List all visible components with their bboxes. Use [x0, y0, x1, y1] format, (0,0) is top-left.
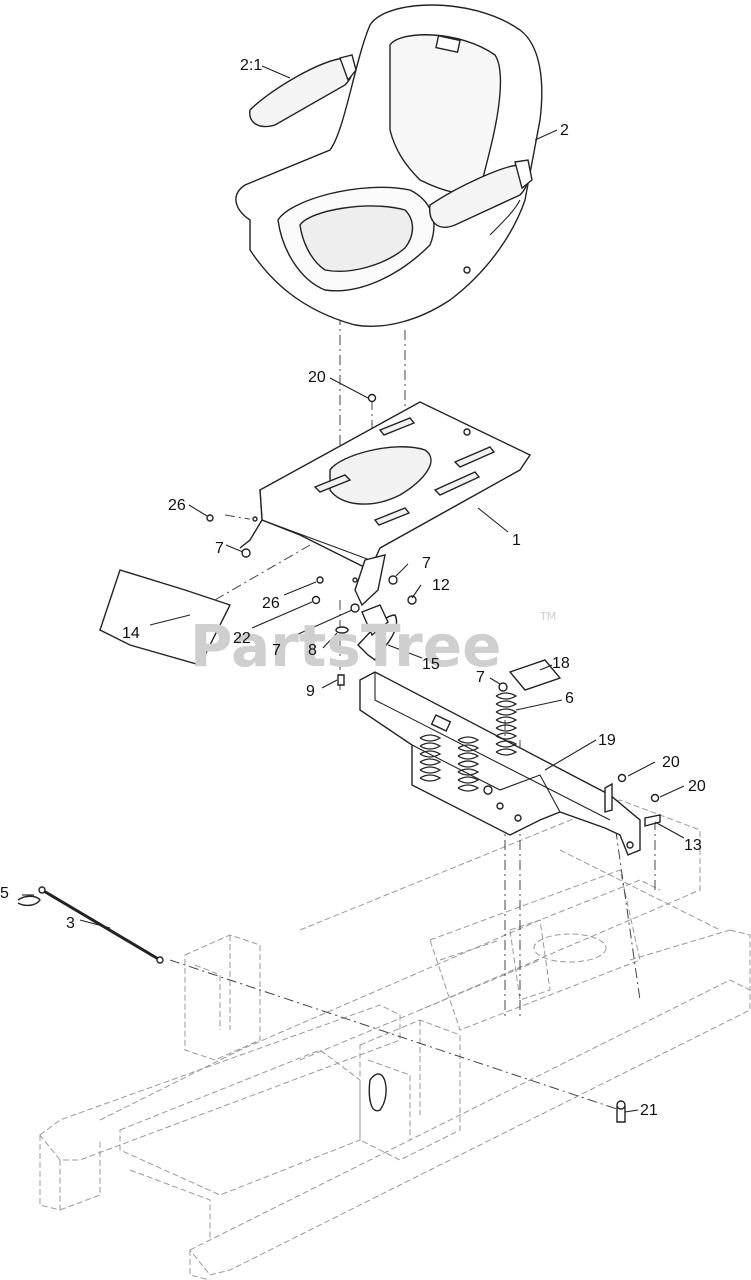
callout-labels: 2:1 2 20 26 1 7 7 26 12 22 14 7 8 15 9 7…: [0, 57, 706, 1119]
seat-plate: [239, 401, 532, 607]
rear-console: [359, 1019, 461, 1161]
callout-2: 2: [560, 122, 569, 139]
callout-18: 18: [552, 655, 570, 672]
support-rod: [38, 886, 164, 964]
chassis-frame: [39, 799, 751, 1280]
callout-15: 15: [422, 656, 440, 673]
callout-2-1: 2:1: [240, 57, 262, 74]
callout-21: 21: [640, 1102, 658, 1119]
front-bracket: [184, 934, 261, 1061]
callout-19: 19: [598, 732, 616, 749]
callout-6: 6: [565, 690, 574, 707]
callout-7-lower: 7: [272, 642, 281, 659]
decal-14: [99, 569, 231, 666]
callout-14: 14: [122, 625, 140, 642]
latch-15b: [361, 604, 389, 637]
leader-lines: [22, 65, 685, 1113]
watermark-tm: TM: [539, 610, 556, 623]
suspension-bracket: [359, 671, 661, 856]
callout-22: 22: [233, 630, 251, 647]
callout-20-top: 20: [308, 369, 326, 386]
callout-1: 1: [512, 532, 521, 549]
watermark-text: PartsTree: [190, 612, 501, 680]
callout-7-spring: 7: [476, 669, 485, 686]
callout-13: 13: [684, 837, 702, 854]
callout-5: 5: [0, 885, 9, 902]
hardware: [206, 393, 660, 1123]
callout-20-right-b: 20: [688, 778, 706, 795]
seat: [235, 4, 543, 327]
callout-8: 8: [308, 642, 317, 659]
hairpin-clip: [17, 895, 41, 907]
callout-26-top: 26: [168, 497, 186, 514]
callout-26-mid: 26: [262, 595, 280, 612]
callout-7-right: 7: [422, 555, 431, 572]
decal-18: [508, 659, 562, 691]
callout-9: 9: [306, 683, 315, 700]
callout-3: 3: [66, 915, 75, 932]
callout-12: 12: [432, 577, 450, 594]
springs: [419, 692, 518, 792]
callout-20-right-a: 20: [662, 754, 680, 771]
callout-7-left: 7: [215, 540, 224, 557]
